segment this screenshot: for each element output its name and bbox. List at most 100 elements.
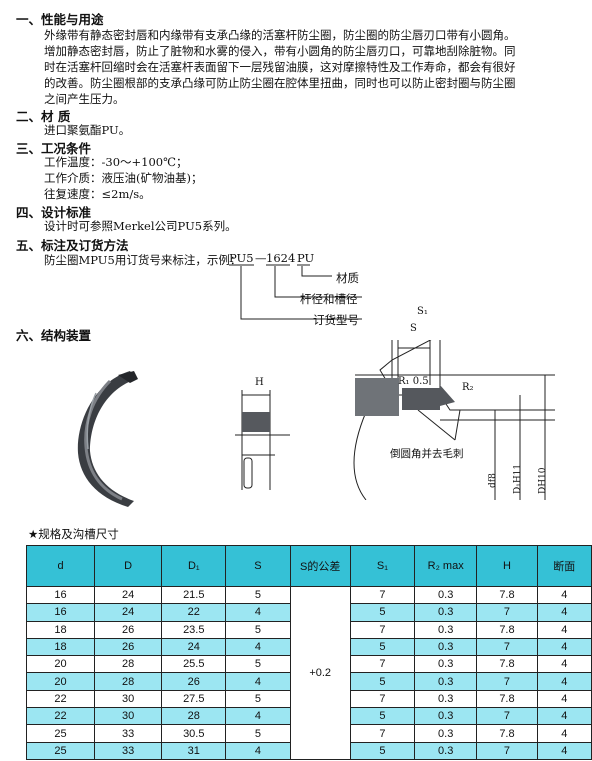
cell: 30	[94, 707, 163, 726]
cell: 0.3	[413, 741, 478, 760]
cell: 7	[349, 689, 416, 709]
cell: 24	[94, 585, 163, 605]
label-pu5: PU5	[244, 398, 262, 408]
cell: 7	[349, 585, 416, 605]
label-deburr-note: 倒圆角并去毛刺	[390, 448, 464, 460]
cell: 4	[536, 741, 592, 760]
cell: 24	[94, 603, 163, 622]
spec-table: d D D₁ S S的公差 S₁ R₂ max H 断面 16 24 21.5 …	[25, 545, 592, 760]
cell: 5	[349, 707, 416, 726]
cell: 26	[161, 672, 227, 691]
groove-cross-section-drawing	[235, 340, 555, 500]
cell: 0.3	[413, 672, 478, 691]
cell: 18	[25, 637, 96, 657]
section-title-2: 二、材 质	[16, 109, 71, 124]
col-header-D: D	[94, 545, 163, 587]
table-row: 22 30 28 4 5 0.3 7 4	[25, 707, 592, 726]
section-title-1: 一、性能与用途	[16, 12, 104, 27]
section-1-line: 的改善。防尘圈根部的支承凸缘可防止防尘圈在腔体里扭曲，同时也可以防止密封圈与防尘…	[44, 76, 516, 90]
col-header-R2: R₂ max	[413, 545, 478, 587]
cell: 25	[25, 741, 96, 760]
cell: 27.5	[161, 689, 227, 709]
callout-order-model: 订货型号	[313, 313, 359, 327]
cell: 7.8	[476, 689, 538, 709]
cell: 7.8	[476, 620, 538, 639]
cell: 26	[94, 637, 163, 657]
table-row: 22 30 27.5 5 7 0.3 7.8 4	[25, 689, 592, 709]
table-row: 20 28 25.5 5 7 0.3 7.8 4	[25, 655, 592, 674]
label-d-h10: DH10	[538, 467, 548, 494]
material-text: 进口聚氨酯PU。	[44, 123, 131, 137]
cell: 0.3	[413, 637, 478, 657]
cell: 5	[225, 655, 291, 674]
cell: 28	[94, 672, 163, 691]
cell: 7	[349, 655, 416, 674]
design-standard-text: 设计时可参照Merkel公司PU5系列。	[44, 219, 237, 233]
order-code-pu5: PU5	[229, 251, 254, 265]
col-header-section: 断面	[536, 545, 592, 587]
table-row: 18 26 24 4 5 0.3 7 4	[25, 637, 592, 657]
cell: 7	[349, 724, 416, 743]
table-row: 16 24 21.5 5 +0.2 7 0.3 7.8 4	[25, 585, 592, 760]
cell: 0.3	[413, 655, 478, 674]
cell: 7	[476, 603, 538, 622]
cell: 4	[536, 689, 592, 709]
cell: 0.3	[413, 724, 478, 743]
cell: 22	[161, 603, 227, 622]
col-header-d: d	[25, 545, 96, 587]
cell: 22	[25, 689, 96, 709]
section-title-4: 四、设计标准	[16, 205, 92, 220]
section-title-3: 三、工况条件	[16, 141, 92, 156]
cell: 25.5	[161, 655, 227, 674]
table-row: 20 28 26 4 5 0.3 7 4	[25, 672, 592, 691]
section-title-5: 五、标注及订货方法	[16, 238, 129, 253]
col-header-H: H	[476, 545, 538, 587]
cell: 5	[225, 620, 291, 639]
cell: 0.3	[413, 585, 478, 605]
cell: 16	[25, 603, 96, 622]
label-r2: R₂	[462, 382, 474, 393]
cell: 4	[225, 603, 291, 622]
cell: 4	[536, 672, 592, 691]
cell: 30.5	[161, 724, 227, 743]
cell: 5	[349, 637, 416, 657]
seal-ring-illustration	[77, 371, 138, 507]
cell: 7.8	[476, 585, 538, 605]
cell: 16	[25, 585, 96, 605]
cell: 25	[25, 724, 96, 743]
cell: 4	[225, 707, 291, 726]
cell: 4	[536, 637, 592, 657]
cell: 33	[94, 724, 163, 743]
section-1-line: 增加静态密封唇，防止了脏物和水雾的侵入，带有小圆角的防尘唇刃口，可靠地刮除脏物。…	[44, 44, 516, 58]
cell: 5	[225, 689, 291, 709]
cell: 26	[94, 620, 163, 639]
cell: 5	[349, 603, 416, 622]
cell: 4	[225, 741, 291, 760]
temperature-text: 工作温度：-30～+100℃；	[44, 155, 188, 169]
callout-rod-groove: 杆径和槽径	[300, 292, 358, 306]
cell: 5	[349, 741, 416, 760]
label-r1: R₁ 0.5	[398, 376, 429, 387]
label-s1: S₁	[417, 306, 428, 317]
cell: 0.3	[413, 620, 478, 639]
cell: 21.5	[161, 585, 227, 605]
cell: 24	[161, 637, 227, 657]
callout-material: 材质	[336, 271, 359, 285]
cell: 31	[161, 741, 227, 760]
speed-text: 往复速度：≤2m/s。	[44, 187, 151, 201]
cell: 0.3	[413, 707, 478, 726]
cell: 28	[161, 707, 227, 726]
cell: 4	[536, 724, 592, 743]
cell: 5	[225, 724, 291, 743]
section-title-6: 六、结构装置	[16, 328, 92, 343]
section-1-line: 时在活塞杆回缩时会在活塞杆表面留下一层残留油膜，这对摩擦特性及工作寿命，都会有很…	[44, 60, 516, 74]
cell: 7	[476, 707, 538, 726]
col-header-S1: S₁	[349, 545, 416, 587]
cell: 4	[225, 637, 291, 657]
cell: 22	[25, 707, 96, 726]
table-row: 16 24 22 4 5 0.3 7 4	[25, 603, 592, 622]
cell: 7.8	[476, 655, 538, 674]
cell: 7	[476, 672, 538, 691]
cell: 4	[536, 655, 592, 674]
cell: 7	[476, 637, 538, 657]
